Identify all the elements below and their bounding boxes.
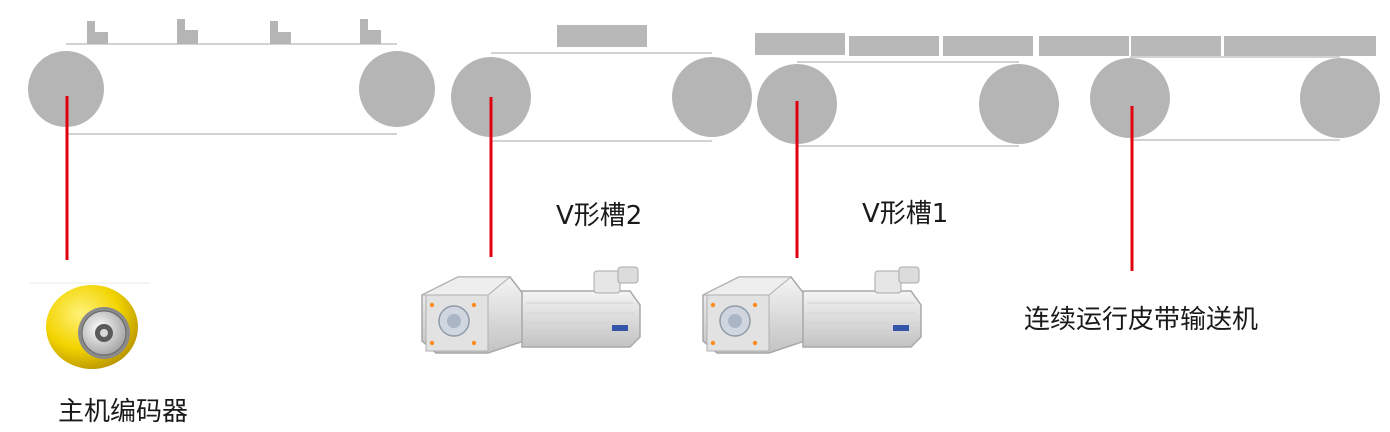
gear-motor-icon <box>421 266 641 354</box>
conveyor-continuous <box>1090 56 1380 141</box>
conveyor-vslot2-belt <box>491 52 712 142</box>
encoder-label: 主机编码器 <box>58 397 189 427</box>
gear-motor-icon <box>702 266 922 354</box>
conveyor-vslot2 <box>451 25 752 142</box>
pusher-cleats <box>87 19 381 44</box>
conveyor-vslot1-roller-right <box>979 64 1059 144</box>
drive-lines <box>65 96 1134 271</box>
conveyor-continuous-roller-left <box>1090 58 1170 138</box>
v-slot-1-label: V形槽1 <box>862 199 949 229</box>
conveyor-left-roller-right <box>359 51 435 127</box>
rotary-encoder-icon <box>46 285 138 369</box>
conveyor-continuous-roller-right <box>1300 58 1380 138</box>
v-slot-2-label: V形槽2 <box>556 201 643 231</box>
conveyor-left <box>28 19 435 135</box>
conveyor-vslot1 <box>757 61 1059 147</box>
conveyor-vslot2-roller-right <box>672 57 752 137</box>
product-box <box>557 25 647 47</box>
conveyor-continuous-belt <box>1130 56 1340 141</box>
continuous-conveyor-label: 连续运行皮带输送机 <box>1024 305 1259 335</box>
conveyor-left-belt <box>66 43 397 135</box>
product-stream <box>755 33 1376 56</box>
conveyor-left-roller-left <box>28 51 104 127</box>
conveyor-vslot1-belt <box>797 61 1019 147</box>
